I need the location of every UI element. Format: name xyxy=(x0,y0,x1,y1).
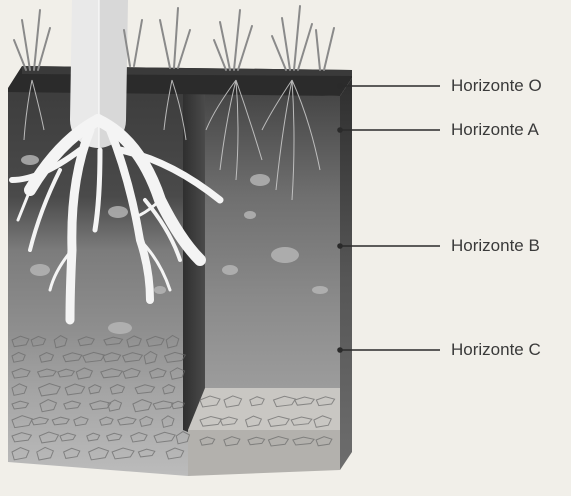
stone xyxy=(244,211,256,219)
stone xyxy=(312,286,328,294)
horizon-label-o: Horizonte O xyxy=(451,76,542,96)
leader-dot-c xyxy=(338,348,342,352)
soil-step-front xyxy=(188,430,340,476)
horizon-label-b: Horizonte B xyxy=(451,236,540,256)
stone xyxy=(222,265,238,275)
stone xyxy=(154,286,166,294)
leader-dot-a xyxy=(338,128,342,132)
soil-step-top xyxy=(188,388,340,430)
soil-side-face xyxy=(340,78,352,470)
horizon-label-a: Horizonte A xyxy=(451,120,539,140)
stone xyxy=(108,322,132,334)
stone xyxy=(21,155,39,165)
stone xyxy=(30,264,50,276)
stone xyxy=(250,174,270,186)
stone xyxy=(271,247,299,263)
grass-tufts xyxy=(14,6,334,70)
stone xyxy=(108,206,128,218)
horizon-label-c: Horizonte C xyxy=(451,340,541,360)
leader-lines xyxy=(338,84,440,352)
leader-dot-b xyxy=(338,244,342,248)
soil-inner-face xyxy=(205,92,340,388)
leader-dot-o xyxy=(338,84,342,88)
